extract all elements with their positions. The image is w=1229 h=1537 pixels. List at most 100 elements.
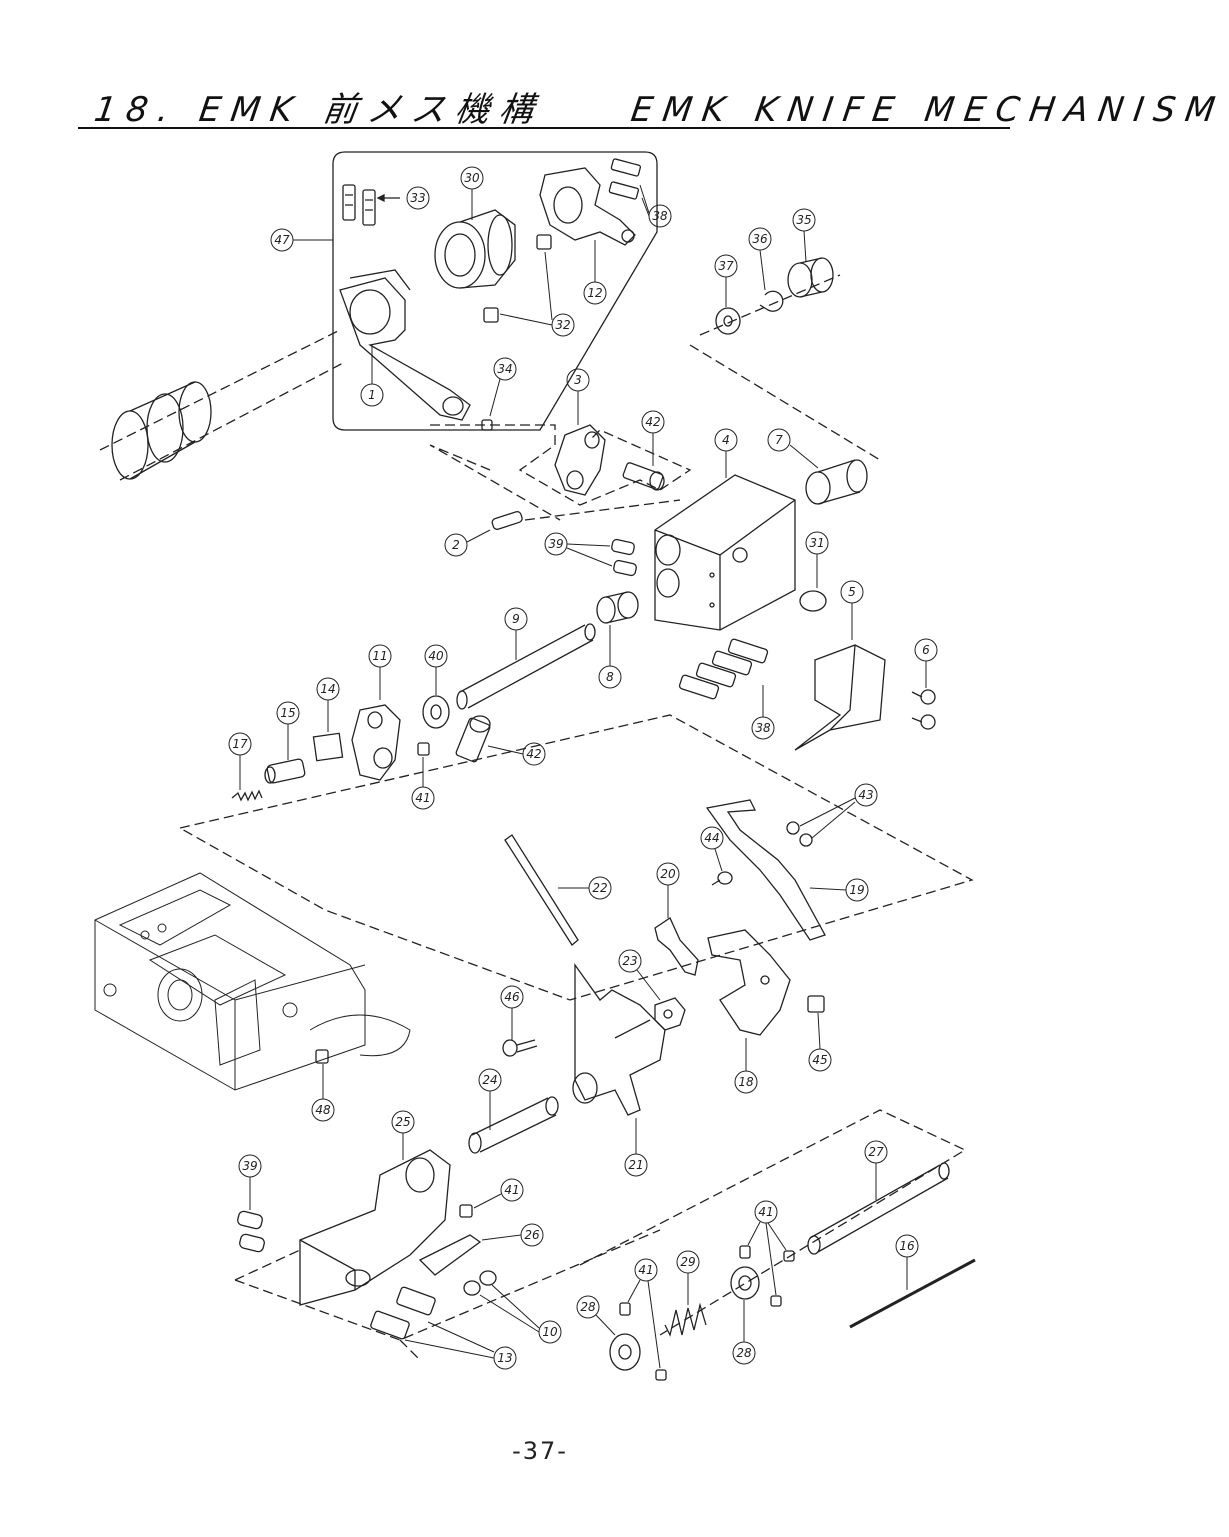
part-38-bolts-top bbox=[608, 158, 642, 200]
callout-label: 42 bbox=[526, 747, 541, 761]
part-39-pin bbox=[611, 538, 635, 556]
callout-9 bbox=[504, 607, 528, 660]
callout-label: 19 bbox=[849, 883, 864, 897]
callout-28 bbox=[576, 1295, 616, 1336]
callout-34 bbox=[489, 357, 517, 417]
callout-7 bbox=[767, 428, 819, 469]
callout-20 bbox=[656, 862, 680, 918]
callout-label: 30 bbox=[464, 171, 480, 185]
callout-label: 9 bbox=[512, 612, 520, 626]
part-32-set-screw bbox=[536, 234, 552, 250]
callout-label: 15 bbox=[280, 706, 295, 720]
callout-label: 20 bbox=[660, 867, 676, 881]
part-41-screw bbox=[417, 742, 430, 756]
callout-3 bbox=[566, 368, 590, 425]
guide-box-lower-right bbox=[579, 1109, 967, 1336]
callout-38 bbox=[751, 685, 775, 740]
part-37-washer bbox=[715, 307, 741, 335]
part-19-knife bbox=[705, 799, 826, 941]
part-2-pin bbox=[491, 510, 523, 530]
callout-label: 27 bbox=[868, 1145, 884, 1159]
callout-label: 7 bbox=[775, 433, 783, 447]
callout-32 bbox=[499, 251, 575, 337]
part-33-bolts bbox=[342, 184, 376, 226]
callout-label: 38 bbox=[755, 721, 771, 735]
part-1-connecting-rod bbox=[339, 269, 471, 421]
callout-label: 44 bbox=[704, 831, 719, 845]
part-48-screw bbox=[315, 1049, 329, 1064]
part-41-screw bbox=[770, 1295, 782, 1307]
part-41-screw bbox=[459, 1204, 473, 1218]
guide-lines-center bbox=[429, 424, 692, 521]
callout-13 bbox=[404, 1321, 517, 1370]
callout-label: 1 bbox=[368, 388, 376, 402]
callout-label: 23 bbox=[622, 954, 637, 968]
part-21-holder bbox=[572, 962, 666, 1116]
guide-box-lower bbox=[234, 1229, 661, 1361]
guide-box-mid bbox=[178, 714, 974, 1001]
part-12-crank-arm bbox=[539, 167, 636, 246]
callout-label: 17 bbox=[232, 737, 248, 751]
callout-45 bbox=[808, 1012, 832, 1072]
title-underline bbox=[78, 127, 1010, 129]
assembly-47-outline bbox=[332, 151, 658, 431]
callout-2 bbox=[444, 529, 491, 557]
callout-label: 6 bbox=[922, 643, 930, 657]
part-26-plate bbox=[418, 1234, 482, 1276]
callout-15 bbox=[276, 701, 300, 760]
part-4-main-block bbox=[654, 474, 796, 631]
callout-label: 4 bbox=[722, 433, 730, 447]
callout-29 bbox=[676, 1250, 700, 1305]
callout-label: 18 bbox=[738, 1075, 754, 1089]
part-18-bracket bbox=[707, 929, 791, 1036]
callout-42 bbox=[641, 410, 665, 466]
callout-47 bbox=[270, 228, 333, 252]
main-shaft bbox=[99, 329, 346, 481]
part-36-e-ring bbox=[759, 290, 784, 312]
callout-12 bbox=[583, 240, 607, 305]
callout-26 bbox=[481, 1223, 544, 1247]
callout-label: 43 bbox=[858, 788, 873, 802]
part-17-spring bbox=[231, 789, 263, 802]
part-32-set-screw bbox=[483, 307, 499, 323]
part-5-bracket bbox=[794, 644, 886, 751]
callout-label: 28 bbox=[736, 1346, 752, 1360]
callout-21 bbox=[624, 1118, 648, 1177]
callout-41 bbox=[473, 1178, 524, 1209]
callout-43 bbox=[799, 783, 878, 839]
part-11-link bbox=[351, 704, 401, 781]
part-8-collar bbox=[596, 591, 639, 624]
callout-label: 35 bbox=[796, 213, 811, 227]
part-39-pin bbox=[239, 1233, 265, 1253]
part-31-cap bbox=[799, 590, 827, 612]
callout-31 bbox=[805, 531, 829, 588]
part-38-bolts-lower bbox=[678, 638, 769, 700]
guide-line-35-37 bbox=[689, 274, 881, 461]
part-20-lever bbox=[654, 917, 699, 976]
part-9-shaft bbox=[456, 623, 596, 710]
callout-label: 39 bbox=[242, 1159, 257, 1173]
part-39-pin bbox=[613, 559, 637, 577]
part-10-screws bbox=[463, 1270, 497, 1296]
callout-23 bbox=[618, 949, 661, 1001]
callout-label: 46 bbox=[504, 990, 520, 1004]
callout-24 bbox=[478, 1068, 502, 1130]
callout-36 bbox=[748, 227, 772, 291]
callout-label: 31 bbox=[809, 536, 824, 550]
callout-5 bbox=[840, 580, 864, 640]
callout-46 bbox=[500, 985, 524, 1040]
callout-label: 3 bbox=[574, 373, 582, 387]
callout-41 bbox=[411, 757, 435, 810]
callout-label: 41 bbox=[504, 1183, 519, 1197]
callout-label: 26 bbox=[524, 1228, 540, 1242]
part-24-shaft bbox=[468, 1096, 559, 1154]
callout-label: 8 bbox=[606, 670, 614, 684]
callout-label: 47 bbox=[274, 233, 290, 247]
callout-label: 33 bbox=[410, 191, 425, 205]
callout-label: 16 bbox=[899, 1239, 915, 1253]
callout-label: 12 bbox=[587, 286, 602, 300]
part-3-link-block bbox=[554, 424, 606, 496]
part-7-bushing bbox=[805, 459, 868, 505]
part-41-screw bbox=[739, 1245, 751, 1259]
part-41-screw bbox=[783, 1250, 795, 1262]
